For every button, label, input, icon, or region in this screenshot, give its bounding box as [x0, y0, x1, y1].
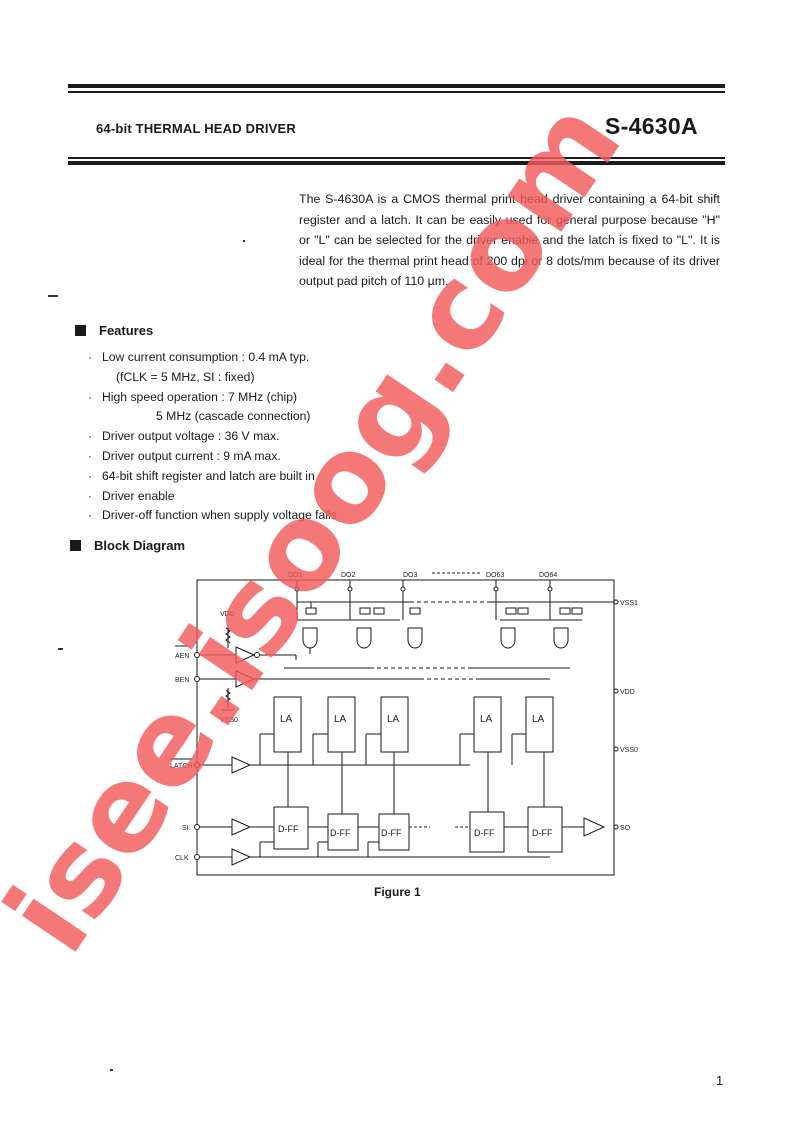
dff-label: D-FF	[278, 824, 299, 834]
input-label-aen: AEN	[175, 653, 189, 660]
supply-label-vss0: VSS0	[220, 717, 238, 724]
latch-label: LA	[532, 714, 545, 725]
pin-label-vdd: VDD	[620, 689, 635, 696]
latch-blocks	[273, 696, 554, 753]
header-rule-thick	[68, 161, 725, 165]
output-label-do2: DO2	[341, 572, 356, 579]
vdd-pin	[613, 688, 619, 694]
intro-paragraph: The S-4630A is a CMOS thermal print head…	[299, 192, 720, 289]
output-label-do64: DO64	[539, 572, 557, 579]
output-label-do3: DO3	[403, 572, 418, 579]
dff-blocks	[273, 752, 619, 853]
block-diagram: DO1 DO2 DO3 DO63 DO64	[170, 572, 638, 876]
dff-label: D-FF	[330, 828, 351, 838]
figure-caption: Figure 1	[374, 885, 421, 899]
dff-label: D-FF	[474, 828, 495, 838]
scan-speck	[48, 295, 58, 297]
output-label-do1: DO1	[288, 572, 303, 579]
so-pin	[613, 824, 619, 830]
input-label-latch: LATCH	[170, 763, 192, 770]
list-item: ·Driver-off function when supply voltage…	[88, 508, 337, 522]
latch-label: LA	[387, 714, 400, 725]
input-label-si: SI	[182, 825, 189, 832]
latch-label: LA	[334, 714, 347, 725]
block-diagram-heading-text: Block Diagram	[94, 538, 186, 553]
input-label-clk: CLK	[175, 855, 189, 862]
list-item: ·Driver output current : 9 mA max.	[88, 449, 281, 463]
list-item: (fCLK = 5 MHz, SI : fixed)	[116, 370, 255, 384]
features-heading: Features	[75, 323, 153, 338]
part-number: S-4630A	[605, 113, 698, 139]
scan-speck	[58, 648, 63, 650]
list-item: ·High speed operation : 7 MHz (chip)	[88, 390, 298, 404]
list-item: ·64-bit shift register and latch are bui…	[88, 469, 315, 483]
document-title: 64-bit THERMAL HEAD DRIVER	[96, 121, 296, 136]
list-item: ·Low current consumption : 0.4 mA typ.	[88, 350, 310, 364]
top-rule-thick	[68, 84, 725, 88]
page-number: 1	[716, 1073, 724, 1088]
scan-speck	[110, 1069, 113, 1071]
output-label-do63: DO63	[486, 572, 504, 579]
list-item: 5 MHz (cascade connection)	[156, 409, 311, 423]
section-square-icon	[75, 325, 86, 336]
header-rule-thin	[68, 157, 725, 159]
pin-label-vss0: VSS0	[620, 747, 638, 754]
features-heading-text: Features	[99, 323, 154, 338]
latch-label: LA	[280, 714, 293, 725]
chip-outline	[196, 579, 615, 876]
vss0-pin	[613, 746, 619, 752]
section-square-icon	[70, 540, 81, 551]
driver-columns	[294, 580, 583, 654]
pin-label-vss1: VSS1	[620, 600, 638, 607]
latch-label: LA	[480, 714, 493, 725]
pin-label-so: SO	[620, 825, 631, 832]
serial-inputs	[194, 818, 550, 866]
enable-inputs	[194, 624, 570, 711]
latch-input	[194, 733, 526, 774]
block-diagram-heading: Block Diagram	[70, 538, 185, 553]
list-item: ·Driver enable	[88, 489, 175, 503]
supply-label-vdd: VDD	[220, 611, 235, 618]
input-label-ben: BEN	[175, 677, 189, 684]
scan-speck	[243, 240, 245, 242]
dff-label: D-FF	[381, 828, 402, 838]
top-rule-thin	[68, 91, 725, 93]
vss1-pin	[613, 599, 619, 605]
dff-label: D-FF	[532, 828, 553, 838]
list-item: ·Driver output voltage : 36 V max.	[88, 429, 280, 443]
